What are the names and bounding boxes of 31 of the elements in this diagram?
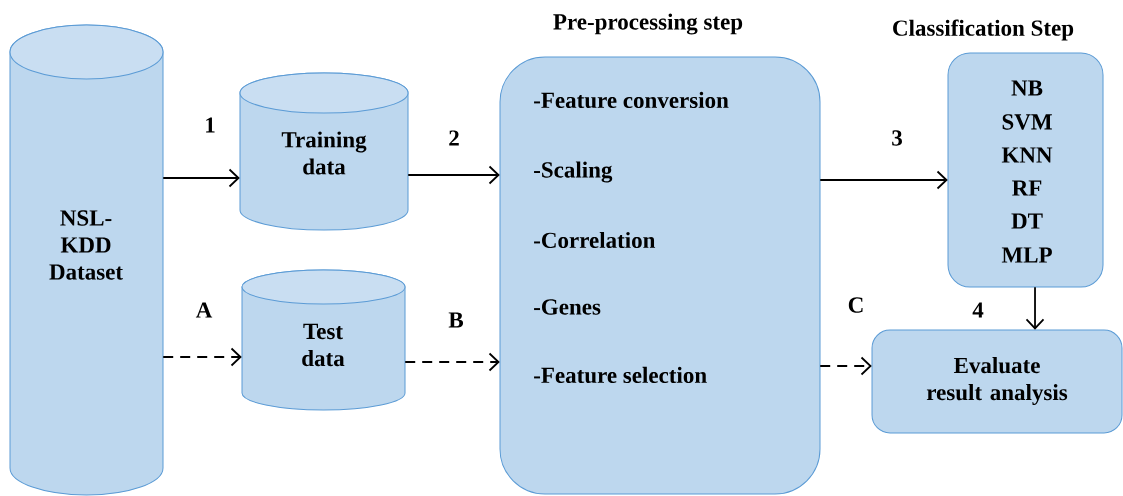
method-name: MLP [1001,247,1052,263]
step-item: -Correlation [534,231,656,249]
method-name: DT [1011,213,1043,229]
arrow [819,170,948,190]
edge-label: B [448,312,464,328]
step-item: -Genes [534,299,601,315]
cylinder-label: NSL- KDD Dataset [49,210,123,280]
edge-label: A [195,302,213,318]
method-name: NB [1011,80,1043,96]
method-name: KNN [1001,147,1053,163]
cylinder-label: Test data [302,323,345,367]
arrow [819,356,872,376]
step-item: -Feature selection [534,366,707,384]
arrow [162,347,242,367]
arrow [404,352,500,372]
edge-label: 1 [206,117,215,133]
edge-label: 4 [972,302,984,318]
step-heading: Pre-processing step [553,13,743,35]
step-heading: Classification Step [893,19,1074,41]
cylinder-label: Training data [281,131,367,175]
edge-label: 3 [892,130,902,146]
step-item: -Scaling [534,161,613,183]
edge-label: 2 [449,130,459,146]
arrow [162,168,240,188]
step-item: -Feature conversion [534,91,729,109]
arrow [1025,286,1045,330]
method-name: SVM [1002,114,1052,130]
method-name: RF [1012,180,1042,196]
box-label: Evaluate result analysis [926,357,1068,405]
edge-label: C [848,297,863,313]
arrow [407,165,500,185]
